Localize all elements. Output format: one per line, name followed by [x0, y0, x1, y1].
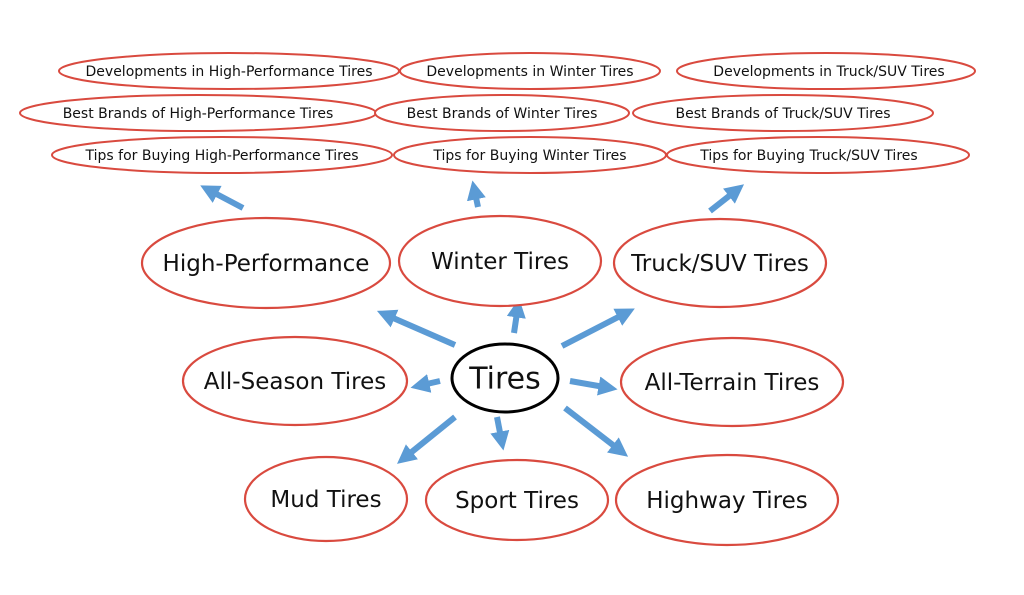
- subtopic-winter-developments: Developments in Winter Tires: [399, 52, 661, 90]
- node-label: Mud Tires: [270, 487, 381, 513]
- node-label: Truck/SUV Tires: [630, 251, 809, 277]
- subtopic-winter-brands: Best Brands of Winter Tires: [374, 94, 630, 132]
- node-all-season: All-Season Tires: [181, 335, 409, 427]
- arrow-to-all-season: [410, 374, 441, 393]
- node-truck-suv: Truck/SUV Tires: [612, 217, 828, 309]
- arrow-to-all-terrain: [569, 376, 618, 396]
- node-all-terrain: All-Terrain Tires: [619, 336, 845, 428]
- center-label: Tires: [468, 362, 541, 397]
- node-label: Highway Tires: [646, 488, 808, 514]
- subtopic-hp-developments: Developments in High-Performance Tires: [58, 52, 400, 90]
- subtopic-hp-tips: Tips for Buying High-Performance Tires: [51, 136, 393, 174]
- node-label: Sport Tires: [455, 488, 579, 514]
- node-label: Winter Tires: [431, 249, 569, 275]
- arrow-hp-to-subtopics: [200, 185, 245, 211]
- node-sport: Sport Tires: [424, 458, 610, 542]
- subtopic-truck-developments: Developments in Truck/SUV Tires: [676, 52, 976, 90]
- node-mud: Mud Tires: [243, 455, 409, 543]
- subtopic-hp-brands: Best Brands of High-Performance Tires: [19, 94, 377, 132]
- subtopic-label: Best Brands of Winter Tires: [407, 106, 598, 122]
- node-highway: Highway Tires: [614, 453, 840, 547]
- subtopic-label: Developments in Winter Tires: [426, 64, 633, 80]
- arrow-truck-to-subtopics: [708, 184, 745, 214]
- subtopic-truck-brands: Best Brands of Truck/SUV Tires: [632, 94, 934, 132]
- arrow-to-high-performance: [376, 309, 457, 348]
- arrows: [200, 180, 745, 464]
- subtopic-winter-tips: Tips for Buying Winter Tires: [393, 136, 667, 174]
- subtopic-nodes: Developments in High-Performance Tires B…: [19, 52, 976, 174]
- category-nodes: High-Performance Winter Tires Truck/SUV …: [140, 214, 845, 547]
- subtopic-label: Best Brands of Truck/SUV Tires: [675, 106, 890, 122]
- arrow-winter-to-subtopics: [466, 180, 486, 208]
- arrow-to-truck-suv: [560, 308, 635, 349]
- subtopic-label: Tips for Buying High-Performance Tires: [85, 148, 359, 164]
- arrow-to-highway: [563, 405, 629, 457]
- subtopic-label: Best Brands of High-Performance Tires: [63, 106, 334, 122]
- node-winter: Winter Tires: [397, 214, 603, 308]
- center-node: Tires: [450, 342, 560, 414]
- node-label: High-Performance: [163, 251, 370, 277]
- subtopic-truck-tips: Tips for Buying Truck/SUV Tires: [666, 136, 970, 174]
- node-label: All-Terrain Tires: [645, 370, 820, 396]
- node-label: All-Season Tires: [204, 369, 386, 395]
- subtopic-label: Developments in Truck/SUV Tires: [713, 64, 944, 80]
- arrow-to-sport: [490, 416, 510, 451]
- node-high-performance: High-Performance: [140, 216, 392, 310]
- subtopic-label: Tips for Buying Winter Tires: [432, 148, 626, 164]
- arrow-to-mud: [397, 414, 457, 464]
- subtopic-label: Tips for Buying Truck/SUV Tires: [699, 148, 917, 164]
- subtopic-label: Developments in High-Performance Tires: [86, 64, 373, 80]
- arrow-to-winter: [506, 298, 526, 334]
